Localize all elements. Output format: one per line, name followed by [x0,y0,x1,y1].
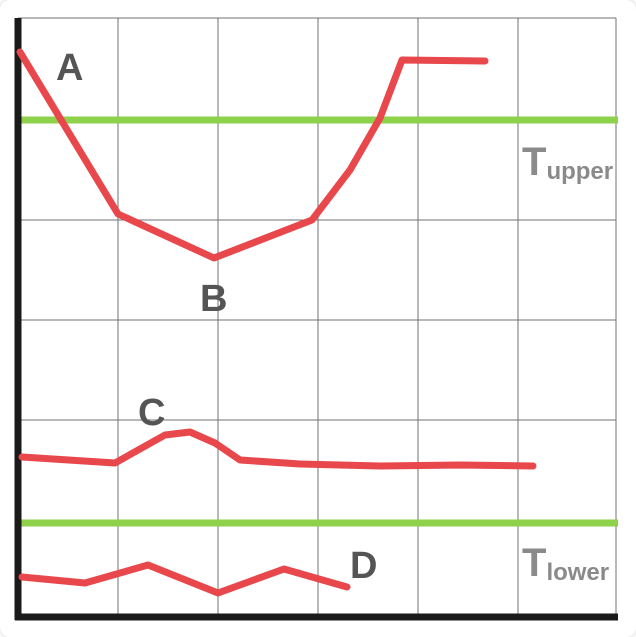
lower-threshold-label: Tlower [522,541,609,586]
upper-threshold-sub: upper [546,158,613,185]
curve-c [18,428,537,470]
label-d: D [350,545,377,587]
label-a: A [56,47,83,89]
upper-threshold-main: T [522,140,546,184]
lower-threshold-sub: lower [546,559,609,586]
curve-d [18,561,351,597]
curve-a-b [16,48,489,262]
label-b: B [200,278,227,320]
label-c: C [138,392,165,434]
upper-threshold-label: Tupper [522,140,613,185]
lower-threshold-main: T [522,541,546,585]
